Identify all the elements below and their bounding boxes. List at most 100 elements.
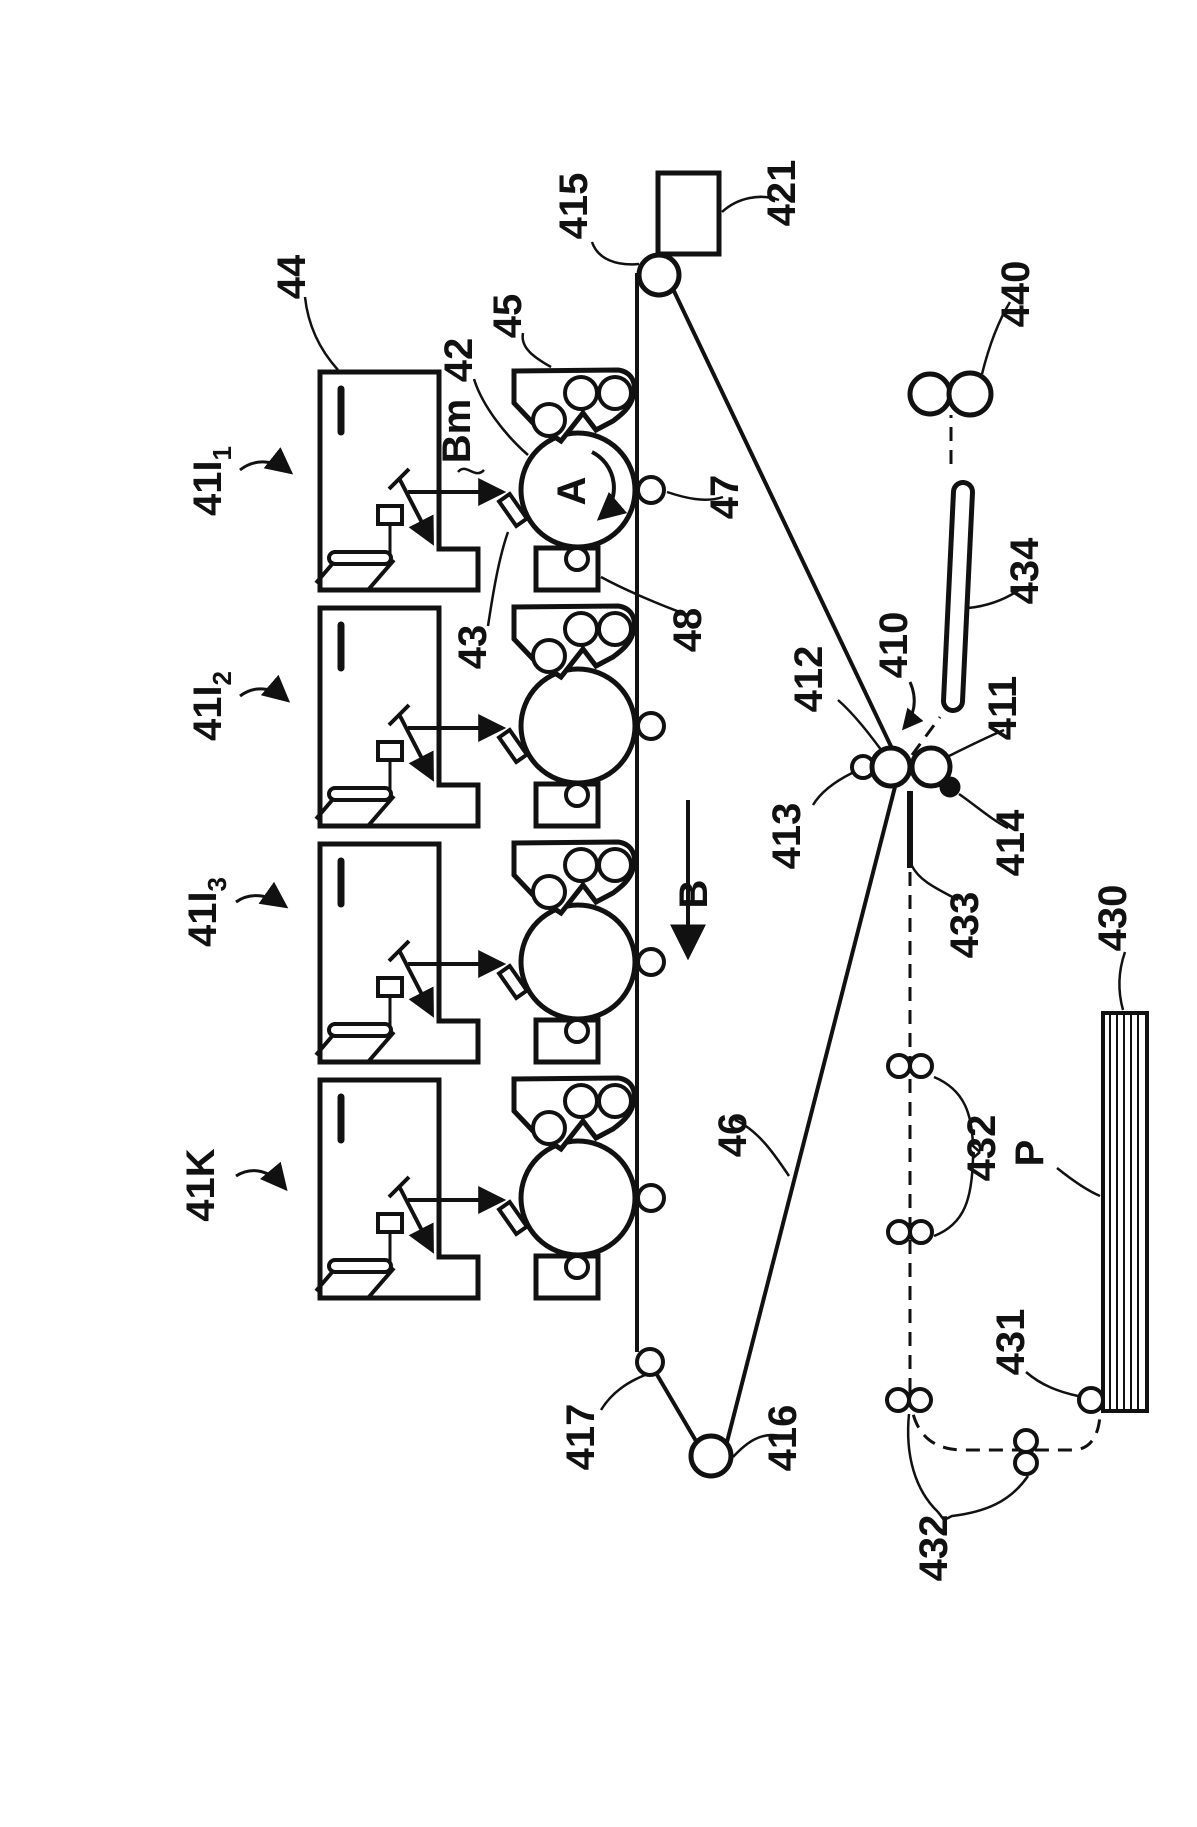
leader-P [1056, 1167, 1101, 1198]
scan-mirror [397, 1185, 434, 1254]
leader-416 [732, 1433, 784, 1458]
cleaner-roller [564, 1254, 590, 1280]
fixing-unit [907, 370, 994, 418]
paper-tray-430 [1101, 1011, 1149, 1413]
leader-411 [946, 728, 1005, 759]
leader-430 [1118, 951, 1127, 1011]
bottom-pair-vert-left [885, 1387, 911, 1413]
leader-415 [590, 241, 640, 266]
mid-pair-upper-right [908, 1053, 934, 1079]
label-411: 411 [981, 676, 1025, 741]
developer-roller-b [563, 375, 599, 411]
label-A: A [550, 477, 594, 506]
polygon-motor [376, 1212, 404, 1234]
primary-transfer-roller [636, 947, 666, 977]
station-pointer-arrows [235, 447, 294, 1192]
label-station-41I2: 41I2 [186, 671, 237, 741]
station-1-sub: 1 [207, 446, 237, 460]
pickup-roller-431 [1077, 1386, 1105, 1414]
pointer-41I3 [235, 881, 289, 909]
polygon-motor [376, 504, 404, 526]
label-421: 421 [760, 160, 804, 227]
label-412: 412 [787, 646, 831, 713]
belt-roller-417 [635, 1347, 665, 1377]
f-theta-lens [327, 1022, 393, 1038]
fixing-roller-right [946, 370, 994, 418]
lens-hook [314, 1268, 336, 1293]
label-station-41K: 41K [179, 1148, 223, 1221]
label-434: 434 [1003, 537, 1047, 604]
leader-Bm [457, 467, 485, 475]
laser-unit-housing [317, 605, 481, 829]
polygon-motor [376, 976, 404, 998]
mirror-tick [387, 1175, 411, 1199]
belt-roller-415 [636, 252, 682, 298]
developer-roller-a [531, 874, 567, 910]
transport-rollers [885, 1053, 1105, 1476]
label-42: 42 [437, 338, 481, 383]
leader-417 [599, 1373, 646, 1411]
brace-432-bottom-left [906, 1413, 945, 1521]
lens-diagonal [366, 1266, 396, 1300]
scan-mirror [397, 713, 434, 782]
leader-lines [303, 195, 1127, 1522]
laser-unit-housing [317, 369, 481, 593]
label-440: 440 [994, 261, 1038, 328]
charger [496, 963, 530, 1001]
mirror-tick [387, 703, 411, 727]
charger [496, 727, 530, 765]
label-P: P [1008, 1140, 1052, 1167]
label-48: 48 [666, 608, 710, 653]
label-410: 410 [872, 612, 916, 679]
label-430: 430 [1091, 885, 1135, 952]
charger [496, 1199, 530, 1237]
belt-roller-416 [688, 1433, 734, 1479]
f-theta-lens [327, 1258, 393, 1274]
developer-roller-b [563, 611, 599, 647]
polygon-motor [376, 740, 404, 762]
transfer-point-arrow [901, 681, 924, 731]
intermediate-transfer-belt [635, 273, 900, 1443]
developer-roller-a [531, 402, 567, 438]
label-432-bottom: 432 [912, 1515, 956, 1582]
label-413: 413 [765, 803, 809, 870]
leader-48 [600, 575, 689, 617]
station-4-main: 41K [179, 1148, 223, 1221]
leader-47 [666, 490, 724, 501]
belt-return-run-lower [725, 778, 899, 1443]
developer-roller-c [597, 375, 633, 411]
leader-431 [1025, 1371, 1079, 1398]
cleaner-box [533, 1253, 601, 1301]
developer-roller-c [597, 847, 633, 883]
drum-rotation-arrow [591, 450, 628, 521]
label-44: 44 [270, 254, 314, 299]
mid-pair-lower-right [908, 1219, 934, 1245]
primary-transfer-roller [636, 711, 666, 741]
imaging-station-3 [314, 839, 666, 1065]
brace-432-mid-upper [933, 1075, 981, 1153]
leader-44 [303, 296, 339, 371]
developer-roller-a [531, 1110, 567, 1146]
leader-414 [958, 792, 1009, 830]
station-2-sub: 2 [207, 671, 237, 685]
label-47: 47 [703, 475, 747, 520]
cleaner-box [533, 781, 601, 829]
primary-transfer-roller [636, 475, 666, 505]
developer-roller-b [563, 847, 599, 883]
label-416: 416 [761, 1405, 805, 1472]
photoreceptor-drum [518, 1138, 638, 1258]
leader-433 [910, 865, 959, 902]
bottom-pair-vert-right [907, 1387, 933, 1413]
developer-roller-b [563, 1083, 599, 1119]
lens-hook [314, 560, 336, 585]
charger [496, 491, 530, 529]
developer-roller-c [597, 611, 633, 647]
laser-unit-housing [317, 841, 481, 1065]
leader-440 [980, 301, 1012, 375]
cleaner-roller [564, 1018, 590, 1044]
f-theta-lens [327, 786, 393, 802]
station-2-main: 41I [186, 685, 230, 741]
developer-roller-c [597, 1083, 633, 1119]
label-45: 45 [486, 294, 530, 339]
mirror-tick [387, 939, 411, 963]
